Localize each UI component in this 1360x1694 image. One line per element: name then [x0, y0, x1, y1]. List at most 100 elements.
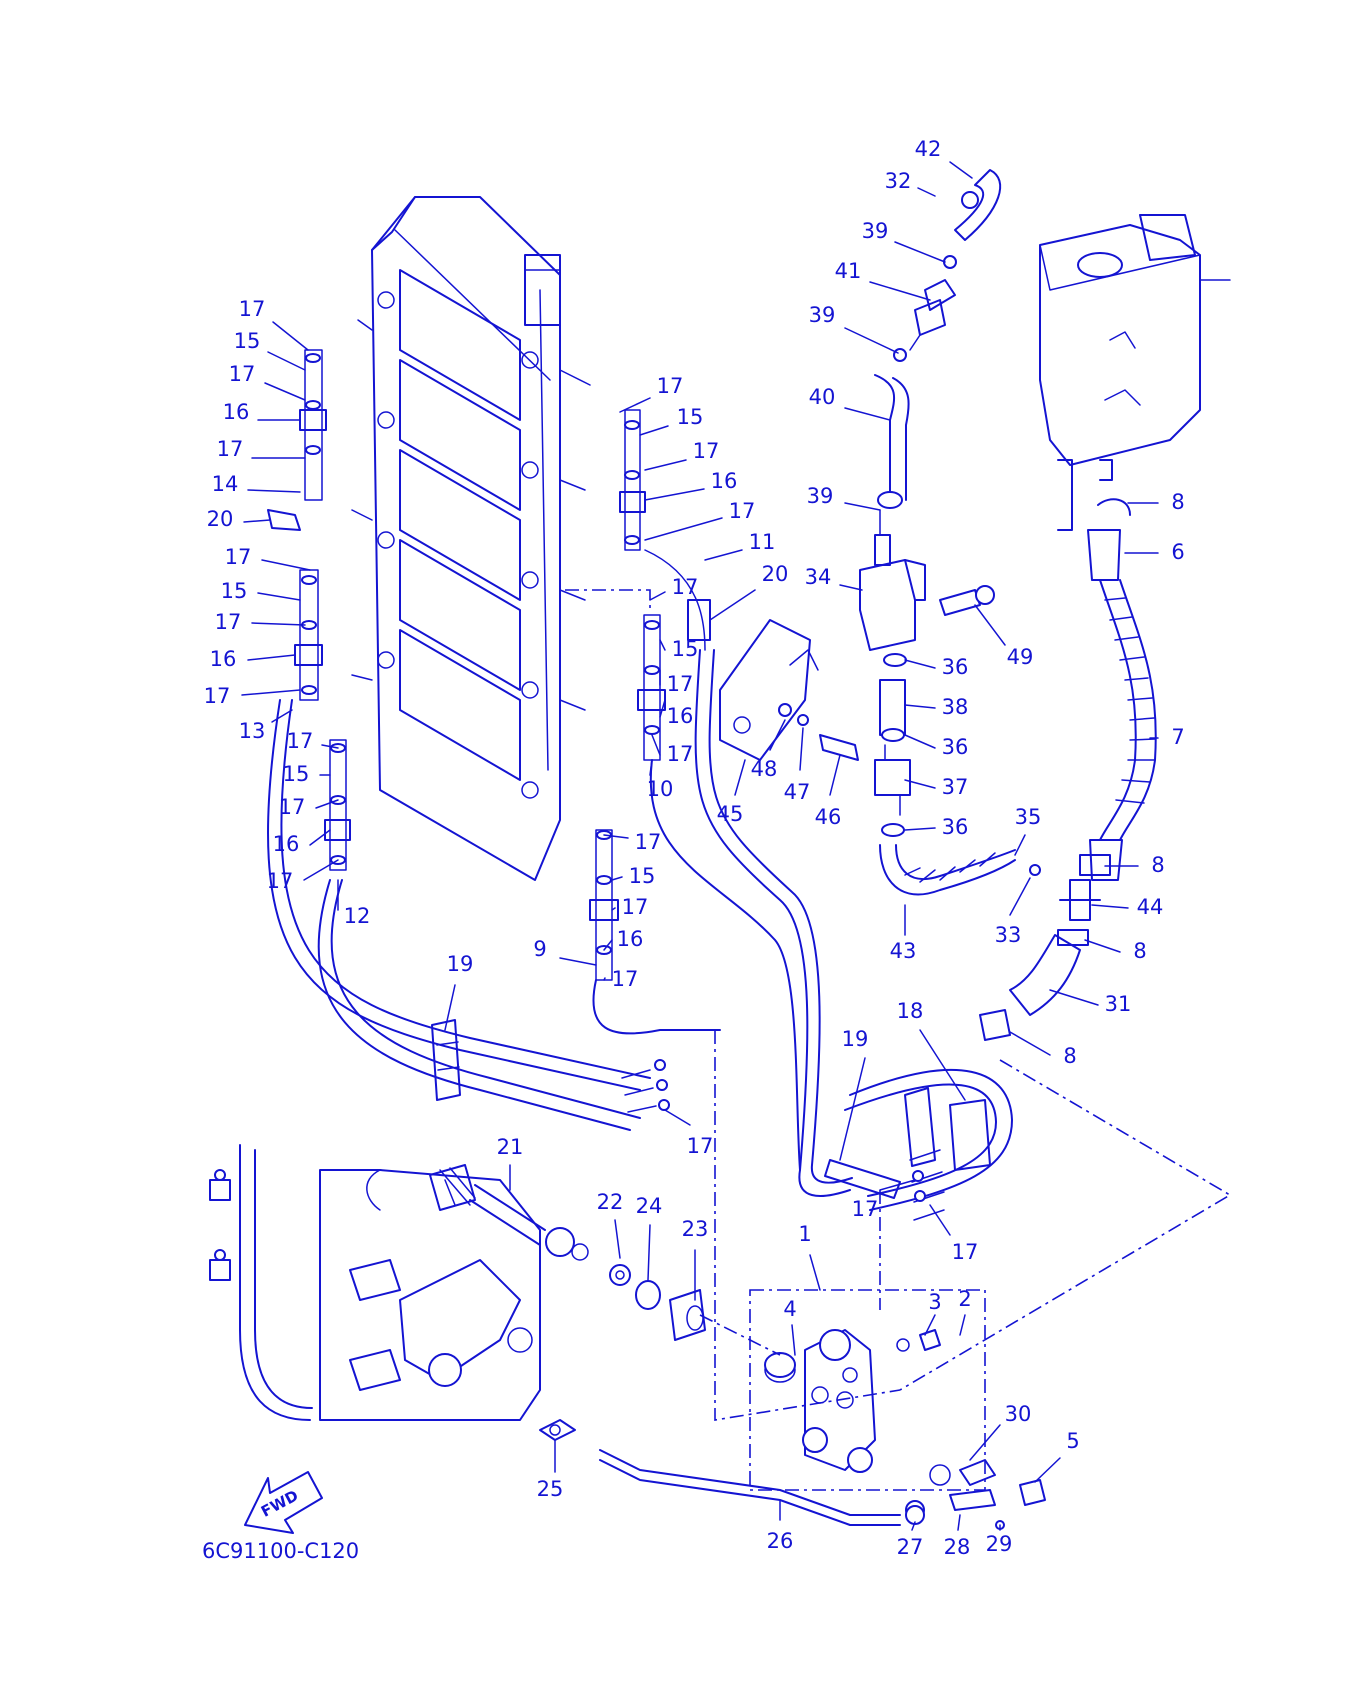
callout-leader [619, 397, 651, 413]
callout-label: 17 [952, 1240, 979, 1264]
callout-label: 17 [204, 684, 231, 708]
callout-label: 15 [221, 579, 248, 603]
callout-leader [924, 1314, 936, 1336]
callout-label: 16 [617, 927, 644, 951]
callout-leader [791, 1324, 796, 1356]
callout-leader [959, 1314, 966, 1336]
callout-leader [247, 654, 296, 661]
callout-label: 6 [1171, 540, 1184, 564]
callout-leader [614, 1219, 621, 1259]
callout-label: 25 [537, 1477, 564, 1501]
callout-leader [1034, 1457, 1061, 1483]
callout-label: 17 [687, 1134, 714, 1158]
callout-label: 27 [897, 1535, 924, 1559]
callout-leader [974, 604, 1006, 646]
callout-label: 32 [885, 169, 912, 193]
fuel-pump-assembly [749, 1289, 1046, 1530]
lower-casing [209, 1144, 541, 1421]
callout-label: 17 [635, 830, 662, 854]
callout-label: 8 [1151, 853, 1164, 877]
callout-label: 43 [890, 939, 917, 963]
callout-leader [969, 1424, 1001, 1461]
callout-label: 17 [279, 795, 306, 819]
callout-leader [271, 709, 293, 723]
callout-label: 39 [862, 219, 889, 243]
callout-leader [664, 1109, 691, 1126]
callout-label: 16 [273, 832, 300, 856]
callout-label: 10 [647, 777, 674, 801]
hose-ends [621, 1059, 945, 1221]
callout-leader [644, 488, 705, 501]
callout-leader [839, 584, 863, 591]
callout-leader [1009, 1031, 1051, 1056]
callout-label: 15 [234, 329, 261, 353]
callout-leader [769, 719, 786, 751]
callout-label: 14 [212, 472, 239, 496]
callout-leader [267, 351, 306, 371]
callout-label: 17 [267, 869, 294, 893]
callout-leader [603, 939, 613, 951]
callout-label: 17 [622, 895, 649, 919]
callout-label: 1 [798, 1222, 811, 1246]
callout-leader [919, 1029, 966, 1101]
center-hose-assemblies [589, 409, 853, 1197]
callout-label: 12 [344, 904, 371, 928]
callout-leader [261, 559, 311, 571]
callout-label: 40 [809, 385, 836, 409]
callout-label: 38 [942, 695, 969, 719]
callout-leader [649, 759, 653, 776]
callout-leader [949, 161, 973, 179]
callout-leader [251, 622, 306, 626]
callout-leader [559, 957, 597, 966]
diagram-code: 6C91100-C120 [202, 1539, 359, 1563]
callout-leader [272, 321, 309, 351]
callout-label: 21 [497, 1135, 524, 1159]
callout-leader [639, 425, 669, 436]
callout-leader [829, 754, 841, 796]
callout-leader [734, 759, 746, 796]
callout-label: 39 [809, 303, 836, 327]
callout-label: 17 [657, 374, 684, 398]
callout-label: 7 [1171, 725, 1184, 749]
callout-label: 16 [223, 400, 250, 424]
callout-leader [649, 591, 666, 601]
callout-label: 17 [612, 967, 639, 991]
callout-leader [1049, 989, 1099, 1006]
callout-label: 34 [805, 565, 832, 589]
callout-label: 16 [667, 704, 694, 728]
callout-label: 17 [852, 1197, 879, 1221]
callout-label: 29 [986, 1532, 1013, 1556]
callout-leader [1084, 939, 1121, 953]
callout-label: 44 [1137, 895, 1164, 919]
callout-label: 15 [677, 405, 704, 429]
callout-label: 45 [717, 802, 744, 826]
callout-label: 18 [897, 999, 924, 1023]
callout-leader [844, 407, 891, 421]
callout-leader [659, 699, 666, 718]
callout-leader [247, 489, 301, 493]
callout-leader [603, 834, 629, 839]
callout-leader [241, 689, 301, 696]
callout-label: 17 [667, 672, 694, 696]
fwd-label: FWD [258, 1486, 301, 1520]
callout-label: 19 [842, 1027, 869, 1051]
cylinder-block [351, 196, 591, 881]
callout-label: 3 [928, 1290, 941, 1314]
joint-and-hose-31 [979, 854, 1111, 1041]
callout-leader [904, 827, 936, 831]
callout-leader [904, 734, 936, 749]
callout-leaders [241, 161, 1159, 1531]
callout-label: 15 [283, 762, 310, 786]
callout-label: 17 [693, 439, 720, 463]
filter-41-and-hose-42 [893, 169, 1002, 362]
corrugated-fuel-hose [1087, 498, 1157, 881]
callout-label: 5 [1066, 1429, 1079, 1453]
callout-leader [264, 382, 306, 401]
callout-leader [303, 859, 339, 881]
callout-label: 37 [942, 775, 969, 799]
callout-label: 8 [1133, 939, 1146, 963]
callout-leader [809, 1254, 821, 1291]
callout-leader [799, 727, 804, 771]
callout-leader [957, 1514, 961, 1531]
